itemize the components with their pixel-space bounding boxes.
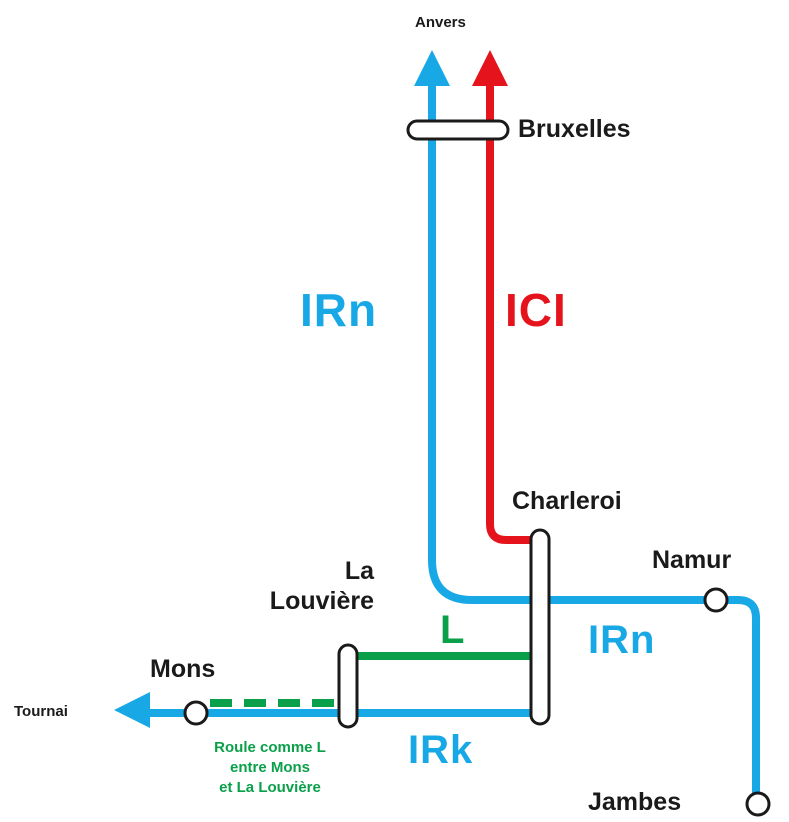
station-circle-icon (183, 700, 209, 726)
station-bar-icon (529, 528, 551, 726)
station-circle-icon (745, 791, 771, 817)
station-label-jambes: Jambes (588, 788, 682, 816)
station-label-charleroi: Charleroi (512, 487, 622, 515)
line-code-irk: IRk (408, 728, 474, 772)
station-bar-icon (406, 119, 510, 141)
station-label-tournai: Tournai (14, 703, 68, 720)
arrow-left-icon (114, 692, 150, 728)
station-circle-icon (703, 587, 729, 613)
station-label-mons: Mons (150, 655, 216, 683)
line-code-ici: ICI (505, 284, 567, 336)
arrow-up-icon (472, 50, 508, 86)
ici-line (486, 76, 544, 544)
route-note-line-1: Roule comme L (214, 739, 326, 756)
station-label-namur: Namur (652, 546, 732, 574)
arrow-up-icon (414, 50, 450, 86)
irn-line (428, 76, 720, 604)
station-label-la-louviere: La Louvière (269, 557, 374, 615)
route-note-line-2: entre Mons (229, 759, 310, 776)
line-code-irn-top: IRn (300, 284, 378, 336)
route-note-line-3: et La Louvière (219, 779, 321, 796)
station-bar-icon (337, 643, 359, 729)
station-label-anvers: Anvers (415, 14, 466, 31)
line-code-l: L (440, 608, 466, 652)
station-label-bruxelles: Bruxelles (518, 115, 631, 143)
irn-namur-jambes-line (712, 596, 760, 806)
route-note: Roule comme L entre Mons et La Louvière (160, 738, 380, 798)
line-code-irn-bottom: IRn (588, 618, 656, 662)
